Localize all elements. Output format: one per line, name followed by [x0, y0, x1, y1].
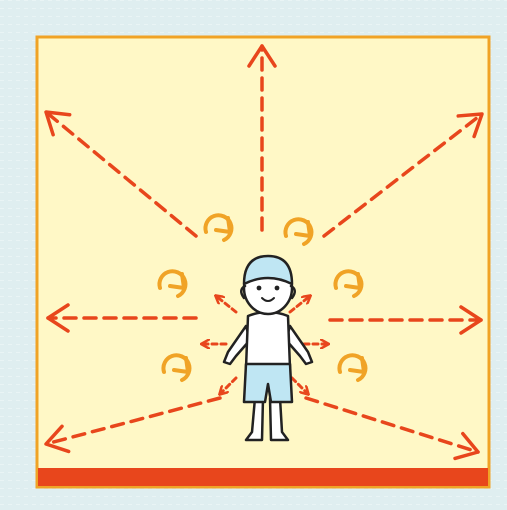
torso [246, 312, 290, 368]
left-eye [257, 286, 262, 291]
right-eye [275, 286, 280, 291]
pool-floor [38, 468, 488, 486]
